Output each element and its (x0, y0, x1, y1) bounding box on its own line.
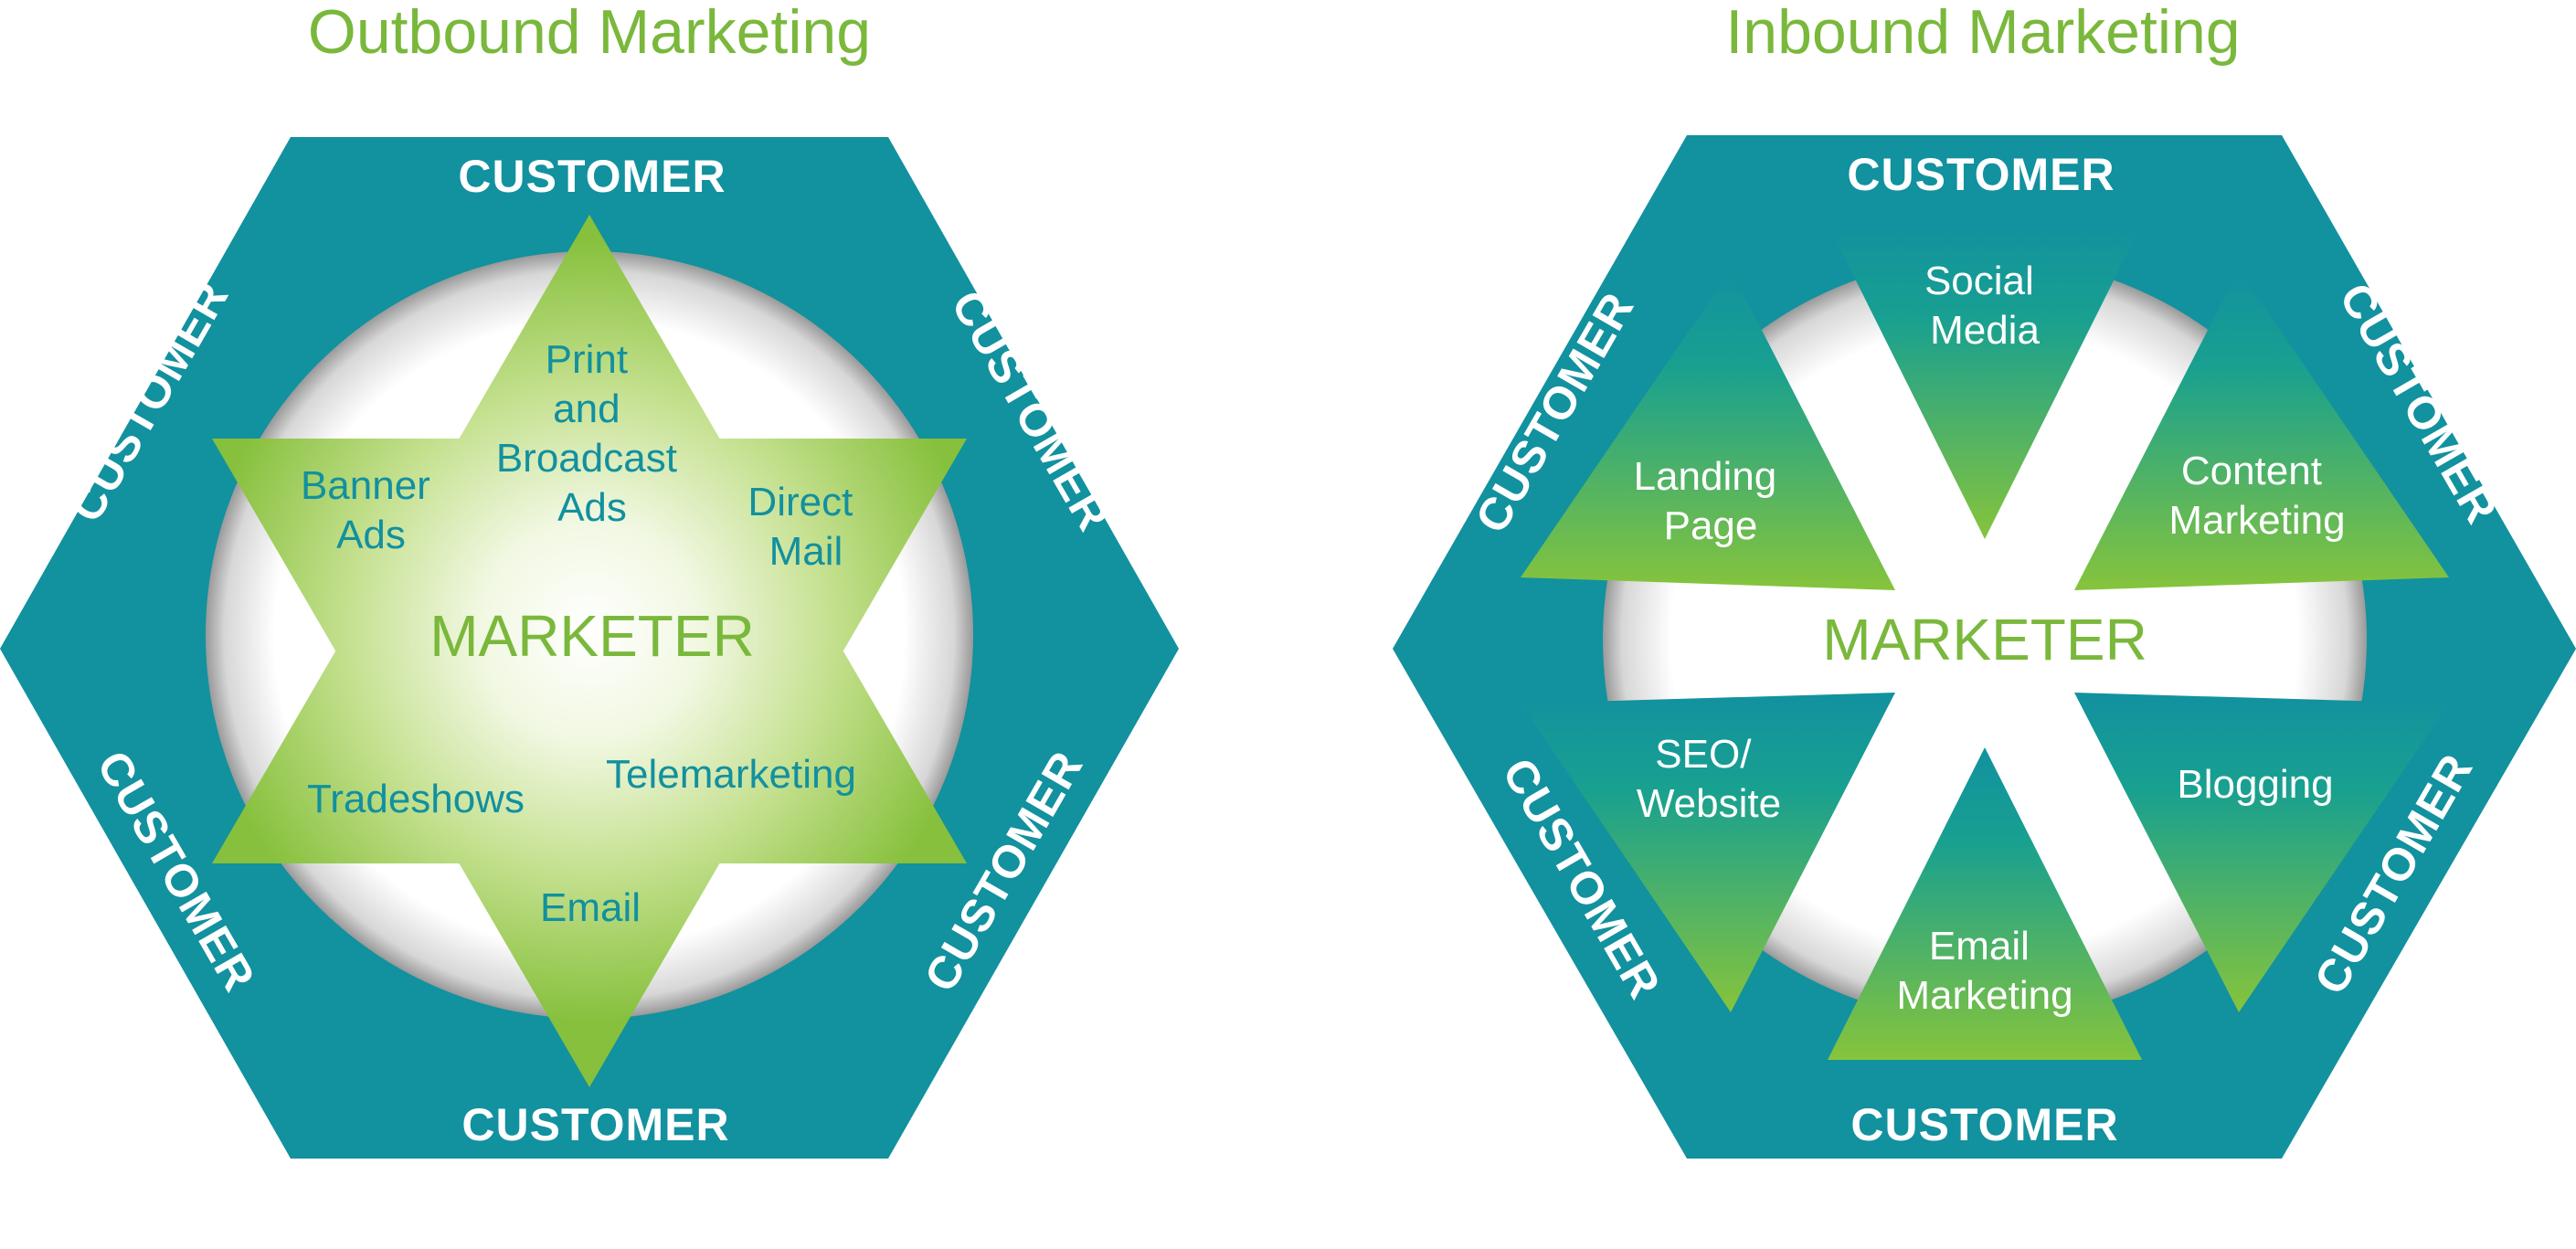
outbound-customer-top: CUSTOMER (458, 151, 726, 202)
inbound-marketer-label: MARKETER (1822, 607, 2147, 672)
outbound-customer-bottom: CUSTOMER (461, 1099, 729, 1150)
inbound-customer-top: CUSTOMER (1847, 149, 2115, 200)
inbound-triangle-social-media (1828, 224, 2142, 539)
inbound-channel-seo-website: SEO/ Website (1637, 732, 1781, 826)
inbound-triangle-content-marketing (2074, 270, 2449, 590)
outbound-diagram: Outbound Marketing CUSTOMER CUSTOMER CUS… (0, 0, 1179, 1159)
outbound-star-triangle-down (212, 439, 967, 1087)
inbound-title: Inbound Marketing (1725, 0, 2240, 67)
inbound-channel-email-marketing: Email Marketing (1896, 924, 2072, 1018)
outbound-title: Outbound Marketing (308, 0, 871, 67)
inbound-channel-blogging: Blogging (2177, 762, 2333, 807)
inbound-customer-bottom: CUSTOMER (1850, 1099, 2118, 1150)
inbound-triangles (1521, 224, 2449, 1060)
outbound-channel-telemarketing: Telemarketing (606, 752, 856, 797)
inbound-triangle-seo-website (1521, 693, 1895, 1012)
outbound-channel-banner-ads: Banner Ads (301, 463, 441, 557)
inbound-channel-content-marketing: Content Marketing (2168, 449, 2345, 543)
inbound-triangle-email-marketing (1828, 747, 2142, 1060)
outbound-channel-tradeshows: Tradeshows (307, 777, 525, 821)
inbound-triangle-blogging (2074, 693, 2449, 1012)
inbound-diagram: Inbound Marketing CUSTOMER CUSTOMER CUST… (1393, 0, 2576, 1159)
inbound-triangle-landing-page (1521, 270, 1895, 590)
inbound-channel-landing-page: Landing Page (1634, 454, 1788, 548)
outbound-channel-email: Email (540, 885, 641, 930)
outbound-channel-print-broadcast: Print and Broadcast Ads (496, 337, 688, 530)
outbound-channel-direct-mail: Direct Mail (747, 480, 864, 574)
inbound-channel-social-media: Social Media (1924, 259, 2045, 353)
outbound-marketer-label: MARKETER (429, 603, 755, 669)
outbound-star (212, 215, 967, 1087)
